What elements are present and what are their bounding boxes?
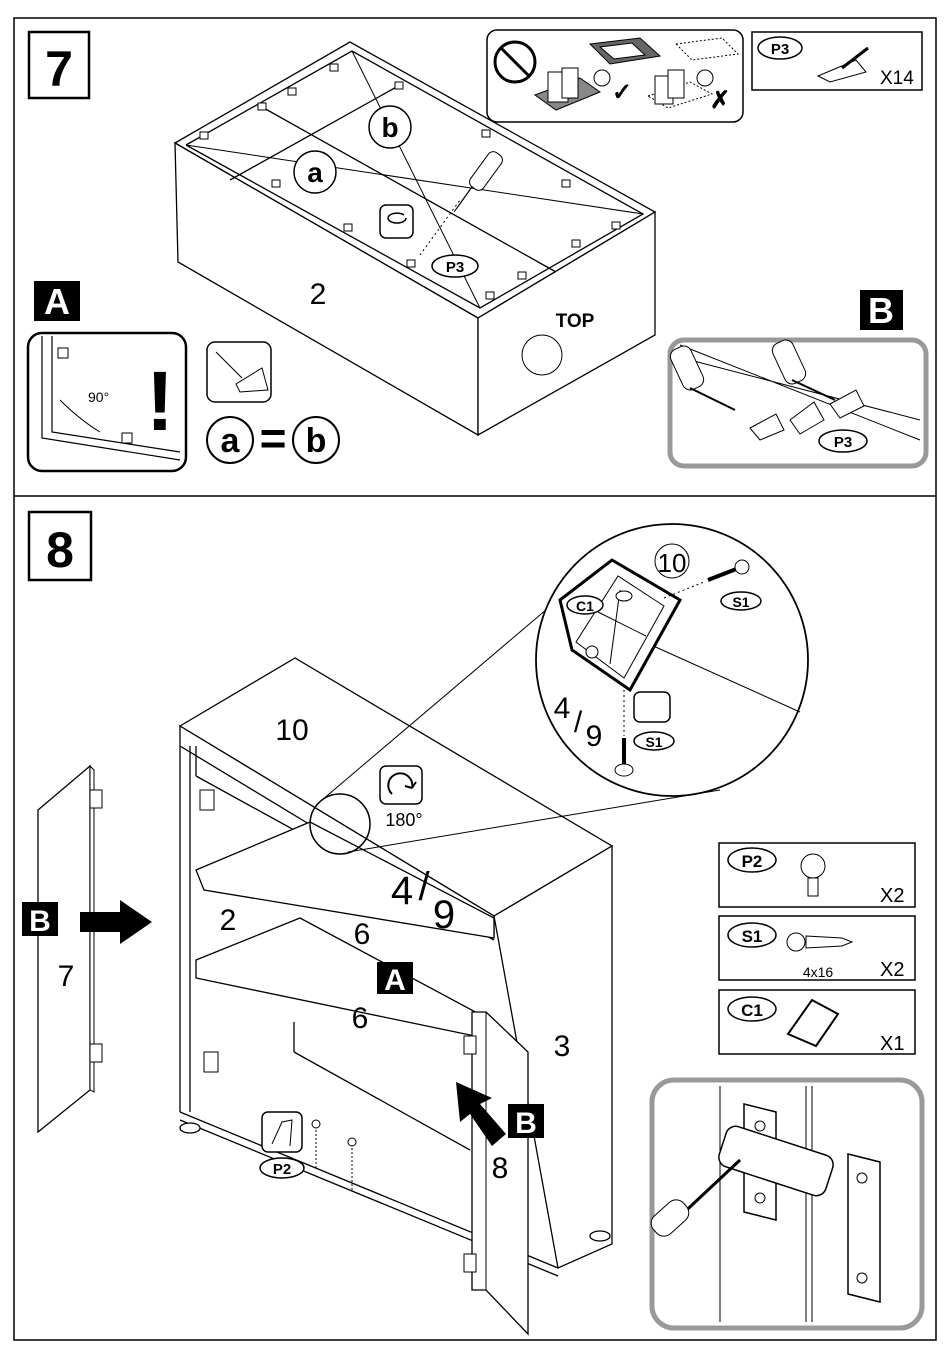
step-8: 8: [22, 512, 922, 1334]
hardware-s1-code: S1: [742, 927, 763, 946]
part-10-label: 10: [275, 714, 308, 747]
formula-equals: =: [260, 412, 287, 464]
hardware-p3-code: P3: [771, 41, 789, 58]
zoom-part-4-label: 4: [554, 692, 571, 725]
hardware-c1-qty: X1: [880, 1033, 904, 1055]
step-8-number: 8: [46, 522, 74, 578]
warning-exclamation: !: [146, 354, 174, 448]
diagonal-b-label: b: [381, 112, 398, 143]
shelf-lower-label: 6: [352, 1002, 369, 1035]
door-left: [38, 766, 102, 1132]
formula-a: a: [221, 422, 241, 460]
hardware-c1-box: C1 X1: [719, 990, 915, 1055]
cabinet-tag-a-label: A: [384, 964, 406, 997]
zoom-s1-top-label: S1: [732, 594, 749, 610]
shelf-pegs: [312, 1120, 356, 1192]
part-3-label: 3: [554, 1030, 571, 1063]
back-panel-label-b: 9: [433, 893, 455, 937]
back-panel-label-a: 4: [391, 869, 413, 913]
hardware-c1-code: C1: [741, 1001, 763, 1020]
hinge-plates: [200, 790, 218, 1072]
rotate-screwdriver-icon: [380, 205, 413, 238]
hardware-p2-code: P2: [742, 852, 763, 871]
svg-text:✗: ✗: [710, 87, 730, 114]
door-right-tag-b-label: B: [515, 1107, 537, 1140]
detail-b-tag-label: B: [868, 290, 894, 331]
zoom-part-10-label: 10: [658, 548, 687, 578]
diagonals-equal-formula: a = b: [207, 412, 339, 464]
back-panel-slash: /: [418, 865, 430, 909]
zoom-c1-label: C1: [576, 598, 594, 614]
detail-b-p3-label: P3: [834, 434, 852, 451]
floor-protection-hint: ✓ ✗: [487, 30, 743, 122]
formula-b: b: [306, 422, 327, 460]
rotate-180-label: 180°: [385, 810, 422, 830]
rotate-180-icon: [380, 766, 422, 804]
shelf-peg-icon: [801, 854, 825, 878]
step-7: 7 a b: [28, 30, 926, 471]
hardware-p2-box: P2 X2: [719, 843, 915, 907]
angle-90-label: 90°: [88, 389, 109, 405]
detail-a-tag-label: A: [44, 281, 70, 322]
svg-text:✓: ✓: [612, 79, 632, 106]
detail-b-bracket-fixing: P3: [668, 337, 926, 466]
door-right-label: 8: [492, 1152, 509, 1185]
part-2-label: 2: [310, 278, 327, 311]
diagonal-a-label: a: [307, 157, 323, 188]
zoom-s1-bottom-label: S1: [645, 734, 662, 750]
hardware-s1-box: S1 4x16 X2: [719, 916, 915, 981]
hardware-s1-qty: X2: [880, 959, 904, 981]
zoom-rotate-icon: [634, 692, 670, 722]
top-label: TOP: [556, 311, 595, 332]
zoom-part-9-label: 9: [586, 720, 603, 753]
zoom-part-slash: /: [574, 706, 583, 739]
detail-a-square-corner: 90° !: [28, 333, 186, 471]
door-left-label: 7: [58, 960, 75, 993]
p3-callout-label: P3: [446, 259, 464, 276]
p2-callout-label: P2: [273, 1161, 291, 1178]
hardware-p3-box: P3 X14: [752, 32, 922, 90]
screw-icon: [787, 933, 805, 951]
hardware-p2-qty: X2: [880, 885, 904, 907]
shelf-upper-label: 6: [354, 918, 371, 951]
hand-press-icon: [262, 1112, 302, 1152]
part-2-label-step8: 2: [220, 904, 237, 937]
door-left-tag-b-label: B: [29, 905, 51, 938]
step-7-number: 7: [45, 41, 73, 97]
hardware-p3-qty: X14: [880, 68, 914, 89]
hinge-adjustment-detail: [647, 1080, 922, 1328]
hardware-s1-size: 4x16: [803, 964, 834, 980]
